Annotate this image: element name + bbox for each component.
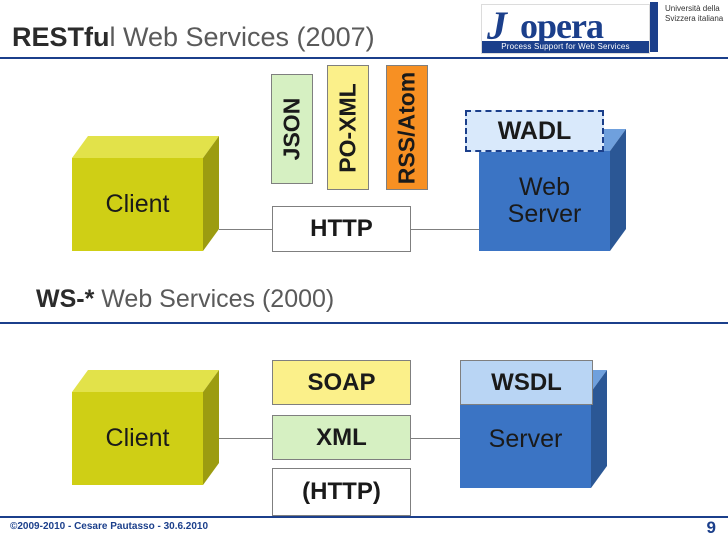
format-box-json: JSON [271,74,313,184]
logo-tagline: Process Support for Web Services [482,41,649,53]
stack-box-http: (HTTP) [272,468,411,516]
ws-server-box-side [591,370,607,488]
footer-page-number: 9 [706,518,716,537]
page-title-rest: RESTful Web Services (2007) [12,22,375,53]
connector-ws-client-stack [219,438,273,439]
rest-server-label: Web Server [507,172,582,228]
page-title-rest-keyword: RESTfu [12,22,110,52]
stack-label-http: (HTTP) [302,478,381,505]
rest-client-box-face [72,158,203,251]
rest-server-box-side [610,129,626,251]
ws-server-box-face [460,392,591,488]
divider-bottom [0,516,728,518]
jopera-logo: J opera Process Support for Web Services [481,4,650,54]
rest-server-box: Web Server [479,129,626,251]
stack-box-xml: XML [272,415,411,460]
logo-letter-j: J [487,4,507,48]
format-label-rss-atom: RSS/Atom [393,71,420,184]
description-label-wsdl: WSDL [491,368,562,396]
stack-label-xml: XML [316,423,367,451]
format-label-po-xml: PO-XML [334,82,361,173]
logo-accent-bar [650,2,658,52]
university-label: Università della Svizzera italiana [665,4,724,23]
rest-client-box-side [203,136,219,251]
description-label-wadl: WADL [497,116,572,145]
description-box-wadl: WADL [465,110,604,152]
connector-ws-stack-server [411,438,460,439]
format-box-po-xml: PO-XML [327,65,369,190]
protocol-box-http: HTTP [272,206,411,252]
page-title-ws-keyword: WS-* [36,285,95,313]
ws-client-box-face [72,392,203,485]
divider-middle [0,322,728,324]
format-label-json: JSON [278,97,305,161]
stack-label-soap: SOAP [307,368,376,396]
ws-client-label: Client [105,423,170,452]
rest-client-label: Client [105,189,170,218]
page-title-rest-rest: l Web Services (2007) [109,22,375,52]
stack-box-soap: SOAP [272,360,411,405]
protocol-label-http: HTTP [310,215,373,242]
footer-copyright: ©2009-2010 - Cesare Pautasso - 30.6.2010 [10,521,209,532]
logo-word-opera: opera [520,6,604,46]
divider-top [0,57,728,59]
description-box-wsdl: WSDL [460,360,593,405]
page-title-ws: WS-* Web Services (2000) [36,285,334,314]
ws-client-box: Client [72,370,219,485]
rest-client-box: Client [72,136,219,251]
ws-client-box-top [72,370,219,392]
connector-http-server [411,229,479,230]
ws-server-box: Server [460,370,607,488]
ws-client-box-side [203,370,219,485]
ws-server-label: Server [488,425,563,454]
connector-client-http [219,229,273,230]
rest-client-box-top [72,136,219,158]
rest-server-box-face [479,151,610,251]
format-box-rss-atom: RSS/Atom [386,65,428,190]
page-title-ws-rest: Web Services (2000) [94,285,335,313]
